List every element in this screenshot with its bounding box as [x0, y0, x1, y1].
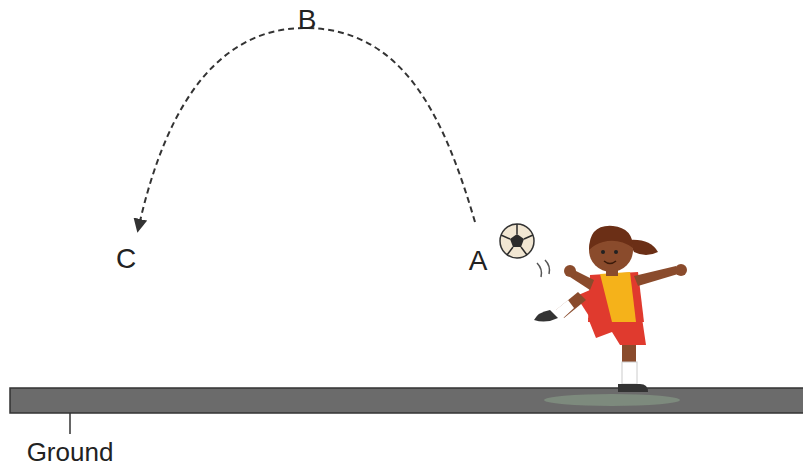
trajectory-path: [138, 28, 475, 230]
ground-bar: [10, 388, 803, 413]
point-label: A: [469, 247, 488, 275]
ground-label: Ground: [27, 439, 114, 465]
girl-figure: [534, 226, 687, 392]
leader-line: [69, 413, 71, 434]
point-label: C: [116, 245, 136, 273]
point-label: B: [298, 6, 317, 34]
shadow: [544, 394, 680, 406]
soccer-ball: [500, 224, 534, 258]
motion-lines: [537, 260, 550, 277]
